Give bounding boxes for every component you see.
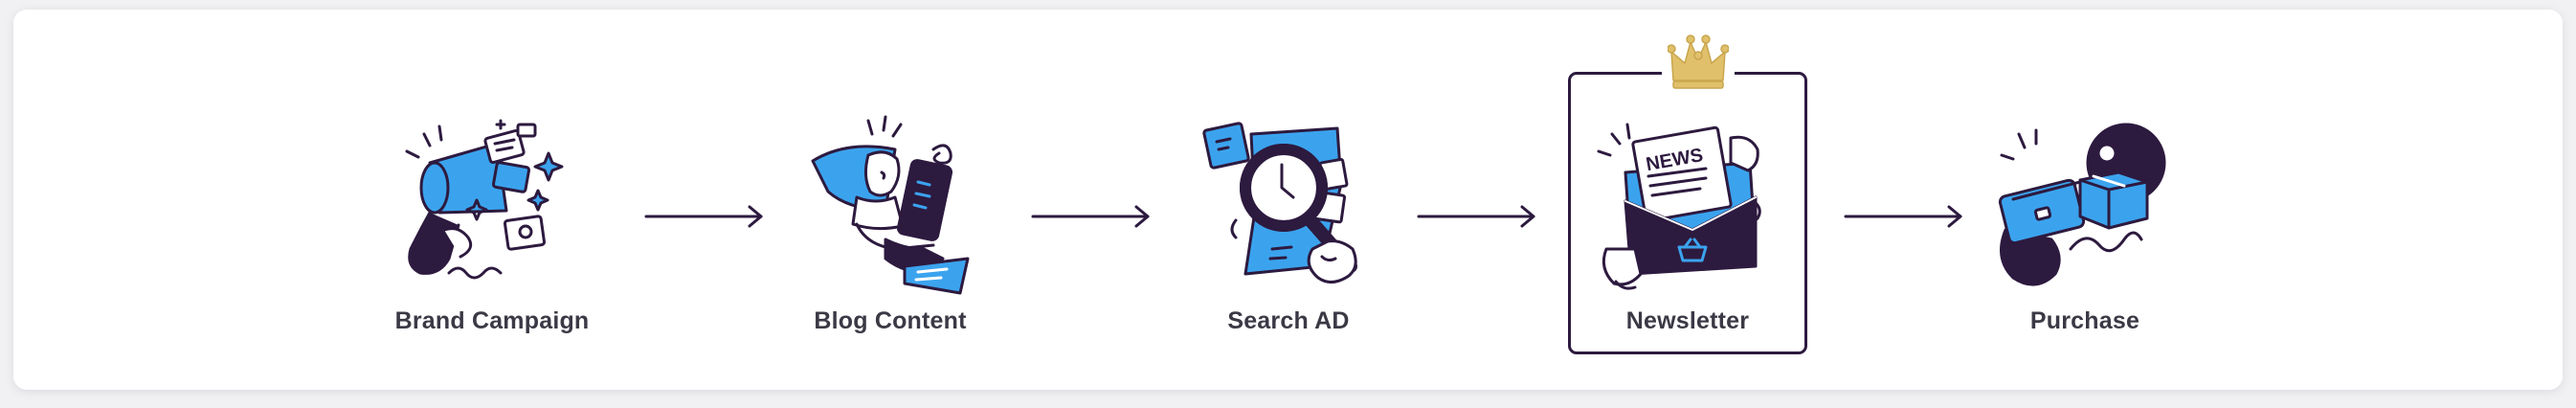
step-label: Newsletter — [1625, 307, 1750, 334]
step-blog-content: Blog Content — [771, 10, 1010, 390]
step-search-ad: Search AD — [1169, 10, 1408, 390]
news-envelope-icon: NEWS — [1587, 105, 1788, 306]
step-label: Search AD — [1227, 307, 1350, 334]
step-label: Blog Content — [814, 307, 967, 334]
magnifying-glass-icon — [1188, 105, 1389, 306]
crown-icon — [1662, 31, 1735, 94]
credit-card-package-icon — [1984, 105, 2185, 306]
step-label: Purchase — [2029, 307, 2140, 334]
step-newsletter: NEWS Newsletter — [1568, 10, 1807, 390]
step-brand-campaign: Brand Campaign — [372, 10, 612, 390]
flow-arrow — [644, 205, 765, 228]
step-purchase: Purchase — [1965, 10, 2205, 390]
funnel-card: Brand Campaign — [13, 10, 2563, 390]
flow-arrow — [1031, 205, 1152, 228]
step-label: Brand Campaign — [394, 307, 590, 334]
reading-tablet-icon — [790, 105, 991, 306]
flow-arrow — [1417, 205, 1537, 228]
flow-arrow — [1844, 205, 1964, 228]
megaphone-icon — [392, 105, 593, 306]
